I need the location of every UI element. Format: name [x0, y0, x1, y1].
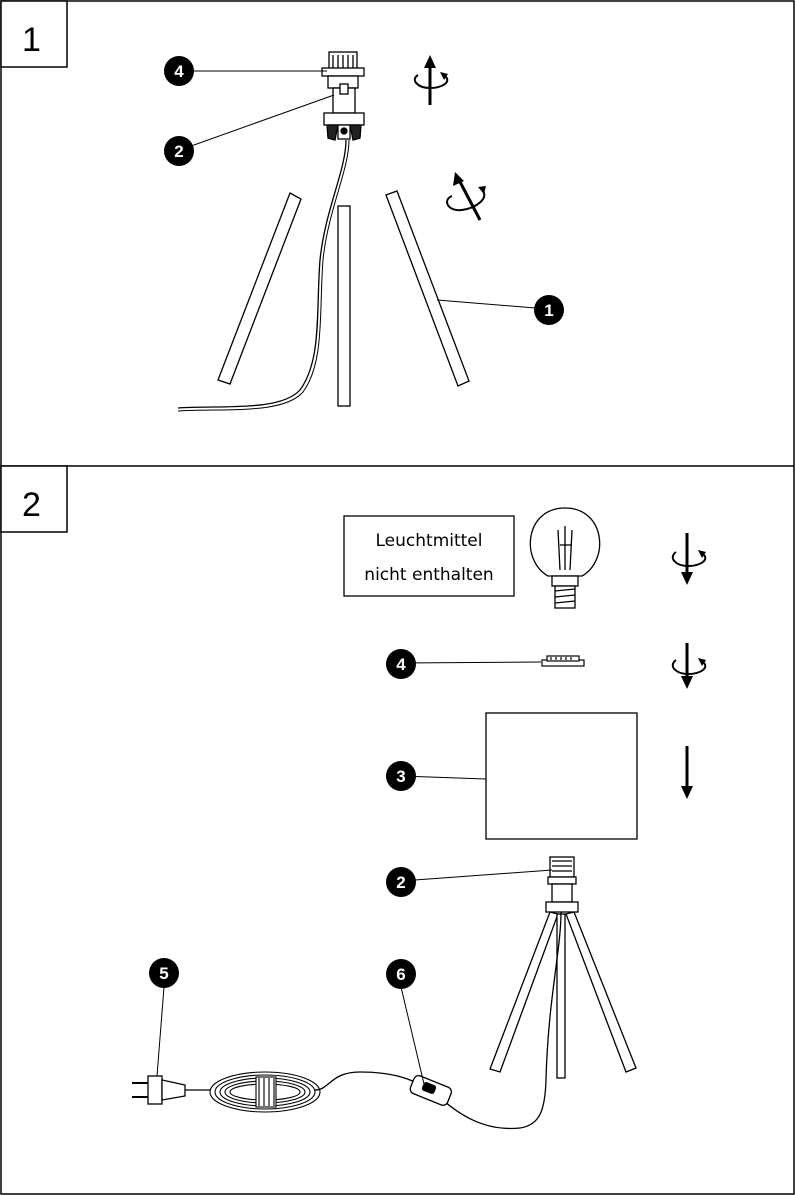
callout-1-number: 1: [544, 301, 553, 320]
rotate-tilted-icon: [446, 172, 486, 221]
callout-6-leader: [400, 986, 425, 1085]
tripod-leg-center: [337, 205, 351, 407]
callout-2-leader: [179, 94, 335, 151]
power-plug: [132, 1075, 186, 1105]
callout-2-4-badge: [386, 649, 416, 679]
cable-coil: [209, 1071, 321, 1113]
callout-2-2-badge: [386, 867, 416, 897]
bulb-note-line1: Leuchtmittel: [376, 531, 483, 551]
callout-1-leader: [436, 299, 549, 310]
callout-2-2-number: 2: [396, 873, 405, 892]
callout-1-badge: [534, 295, 564, 325]
callout-6-number: 6: [396, 965, 405, 984]
lamp-shade: [485, 712, 638, 840]
light-bulb: [529, 507, 601, 609]
callout-3-number: 3: [396, 767, 405, 786]
step-2-label-box: [0, 465, 68, 533]
rotate-down-icon-2: [671, 643, 707, 689]
callout-2-number: 2: [174, 142, 183, 161]
arrow-down-icon: [681, 746, 693, 799]
rotate-up-icon: [413, 55, 449, 105]
callout-2-4-leader: [400, 661, 542, 664]
step-2-number: 2: [22, 486, 41, 524]
callout-5-number: 5: [159, 964, 168, 983]
tripod-leg-left: [217, 192, 302, 385]
step-2-panel: 2 Leuchtmittel nicht enthalten: [0, 465, 707, 1130]
step-1-number: 1: [22, 21, 41, 59]
step-1-panel: 1: [0, 0, 564, 412]
step-1-label-box: [0, 0, 68, 68]
callout-5-badge: [149, 958, 179, 988]
callout-5-leader: [156, 986, 165, 1077]
callout-6-badge: [386, 959, 416, 989]
callout-4-number: 4: [174, 62, 184, 81]
power-cable-outline: [177, 139, 350, 412]
callout-3-badge: [386, 761, 416, 791]
power-cable: [177, 139, 347, 409]
bulb-note-box: [343, 515, 515, 597]
callout-2-badge: [164, 136, 194, 166]
bulb-note-line2: nicht enthalten: [364, 565, 493, 585]
rotate-down-icon: [671, 533, 707, 585]
tripod-leg-right: [385, 190, 470, 387]
assembled-tripod: [489, 856, 637, 1129]
callout-2-2-leader: [400, 869, 553, 882]
inline-switch: [409, 1075, 453, 1106]
callout-2-4-number: 4: [396, 655, 406, 674]
callout-4-badge: [164, 56, 194, 86]
lamp-socket: [321, 51, 365, 141]
locking-ring: [541, 655, 585, 667]
